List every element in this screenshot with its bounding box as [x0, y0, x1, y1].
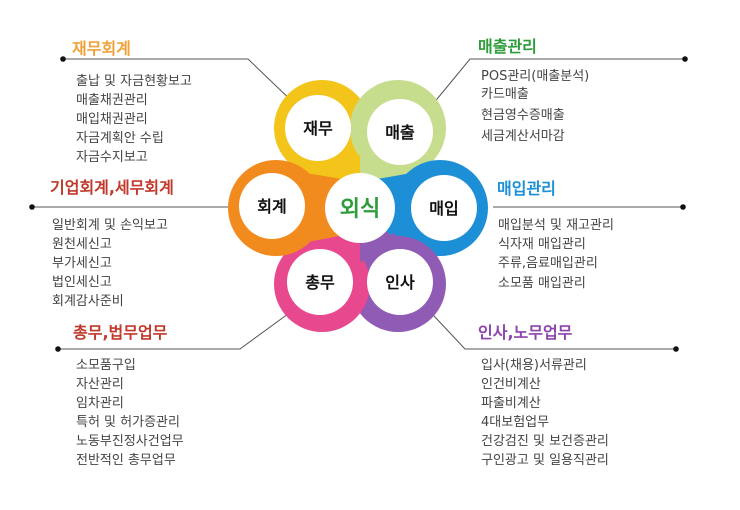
- list-finance: 출납 및 자금현황보고 매출채권관리 매입채권관리 자금계획안 수립 자금수지보…: [76, 74, 192, 165]
- list-item: POS관리(매출분석): [481, 69, 589, 84]
- list-item: 전반적인 총무업무: [76, 453, 176, 468]
- connector-dots: [29, 56, 688, 352]
- node-general-circle: [287, 249, 353, 315]
- node-hr-circle: [367, 249, 433, 315]
- category-items: 출납 및 자금현황보고 매출채권관리 매입채권관리 자금계획안 수립 자금수지보…: [52, 69, 614, 468]
- list-item: 노동부진정사건업무: [76, 434, 184, 449]
- list-item: 일반회계 및 손익보고: [52, 218, 168, 233]
- connector-finance: [63, 58, 299, 108]
- list-item: 소모품구입: [76, 358, 136, 373]
- list-general: 소모품구입 자산관리 임차관리 특허 및 허가증관리 노동부진정사건업무 전반적…: [76, 358, 184, 468]
- dot-hr-end: [673, 346, 679, 352]
- dot-accounting-end: [29, 204, 35, 210]
- list-hr: 입사(채용)서류관리 인건비계산 파출비계산 4대보험업무 건강검진 및 보건증…: [481, 358, 609, 468]
- list-item: 매입분석 및 재고관리: [498, 218, 614, 233]
- node-purchase-label: 매입: [429, 199, 458, 218]
- dot-purchase-end: [680, 204, 686, 210]
- node-sales-circle: [367, 99, 433, 165]
- list-item: 파출비계산: [481, 396, 541, 411]
- list-item: 식자재 매입관리: [498, 237, 586, 252]
- category-title-general: 총무,법무업무: [73, 323, 168, 342]
- list-item: 부가세신고: [52, 256, 112, 271]
- dot-finance-end: [60, 56, 66, 62]
- list-item: 소모품 매입관리: [498, 276, 586, 291]
- list-item: 매출채권관리: [76, 93, 148, 108]
- list-item: 자금수지보고: [76, 150, 148, 165]
- list-accounting: 일반회계 및 손익보고 원천세신고 부가세신고 법인세신고 회계감사준비: [52, 218, 168, 309]
- list-item: 건강검진 및 보건증관리: [481, 434, 609, 449]
- connector-hr: [418, 299, 676, 350]
- category-title-sales: 매출관리: [478, 37, 537, 56]
- center-circle: [325, 173, 395, 243]
- list-item: 인건비계산: [481, 377, 541, 392]
- node-general-label: 총무: [305, 273, 335, 292]
- list-item: 임차관리: [76, 396, 124, 411]
- node-accounting-label: 회계: [257, 197, 286, 216]
- list-item: 매입채권관리: [76, 112, 148, 127]
- connector-sales: [427, 58, 685, 111]
- category-title-hr: 인사,노무업무: [478, 323, 573, 342]
- connector-general: [58, 302, 304, 350]
- node-accounting-circle: [239, 173, 305, 239]
- node-circles: [239, 95, 477, 315]
- list-sales: POS관리(매출분석) 카드매출 현금영수증매출 세금계산서마감: [481, 69, 589, 144]
- category-titles: 재무회계 매출관리 기업회계,세무회계 매입관리 총무,법무업무 인사,노무업무: [50, 37, 573, 342]
- category-title-accounting: 기업회계,세무회계: [50, 178, 174, 197]
- node-finance-label: 재무: [303, 119, 333, 138]
- list-purchase: 매입분석 및 재고관리 식자재 매입관리 주류,음료매입관리 소모품 매입관리: [498, 218, 614, 291]
- category-title-purchase: 매입관리: [497, 179, 556, 198]
- list-item: 세금계산서마감: [481, 129, 565, 144]
- list-item: 특허 및 허가증관리: [76, 415, 180, 430]
- node-hr-label: 인사: [385, 273, 415, 292]
- list-item: 주류,음료매입관리: [498, 256, 598, 271]
- list-item: 카드매출: [481, 87, 529, 102]
- node-sales-label: 매출: [385, 123, 415, 142]
- list-item: 4대보험업무: [481, 415, 549, 430]
- list-item: 원천세신고: [52, 237, 112, 252]
- list-item: 출납 및 자금현황보고: [76, 74, 192, 89]
- node-purchase-circle: [411, 175, 477, 241]
- connector-lines: [32, 58, 685, 350]
- list-item: 회계감사준비: [52, 294, 124, 309]
- list-item: 법인세신고: [52, 275, 112, 290]
- list-item: 자산관리: [76, 377, 124, 392]
- list-item: 현금영수증매출: [481, 108, 565, 123]
- node-labels: 재무 매출 회계 매입 총무 인사 외식: [257, 119, 458, 292]
- center-label: 외식: [340, 197, 380, 222]
- dot-general-end: [55, 346, 61, 352]
- list-item: 구인광고 및 일용직관리: [481, 453, 609, 468]
- list-item: 입사(채용)서류관리: [481, 358, 587, 373]
- list-item: 자금계획안 수립: [76, 131, 164, 146]
- node-finance-circle: [285, 95, 351, 161]
- dot-sales-end: [682, 56, 688, 62]
- category-title-finance: 재무회계: [72, 39, 131, 58]
